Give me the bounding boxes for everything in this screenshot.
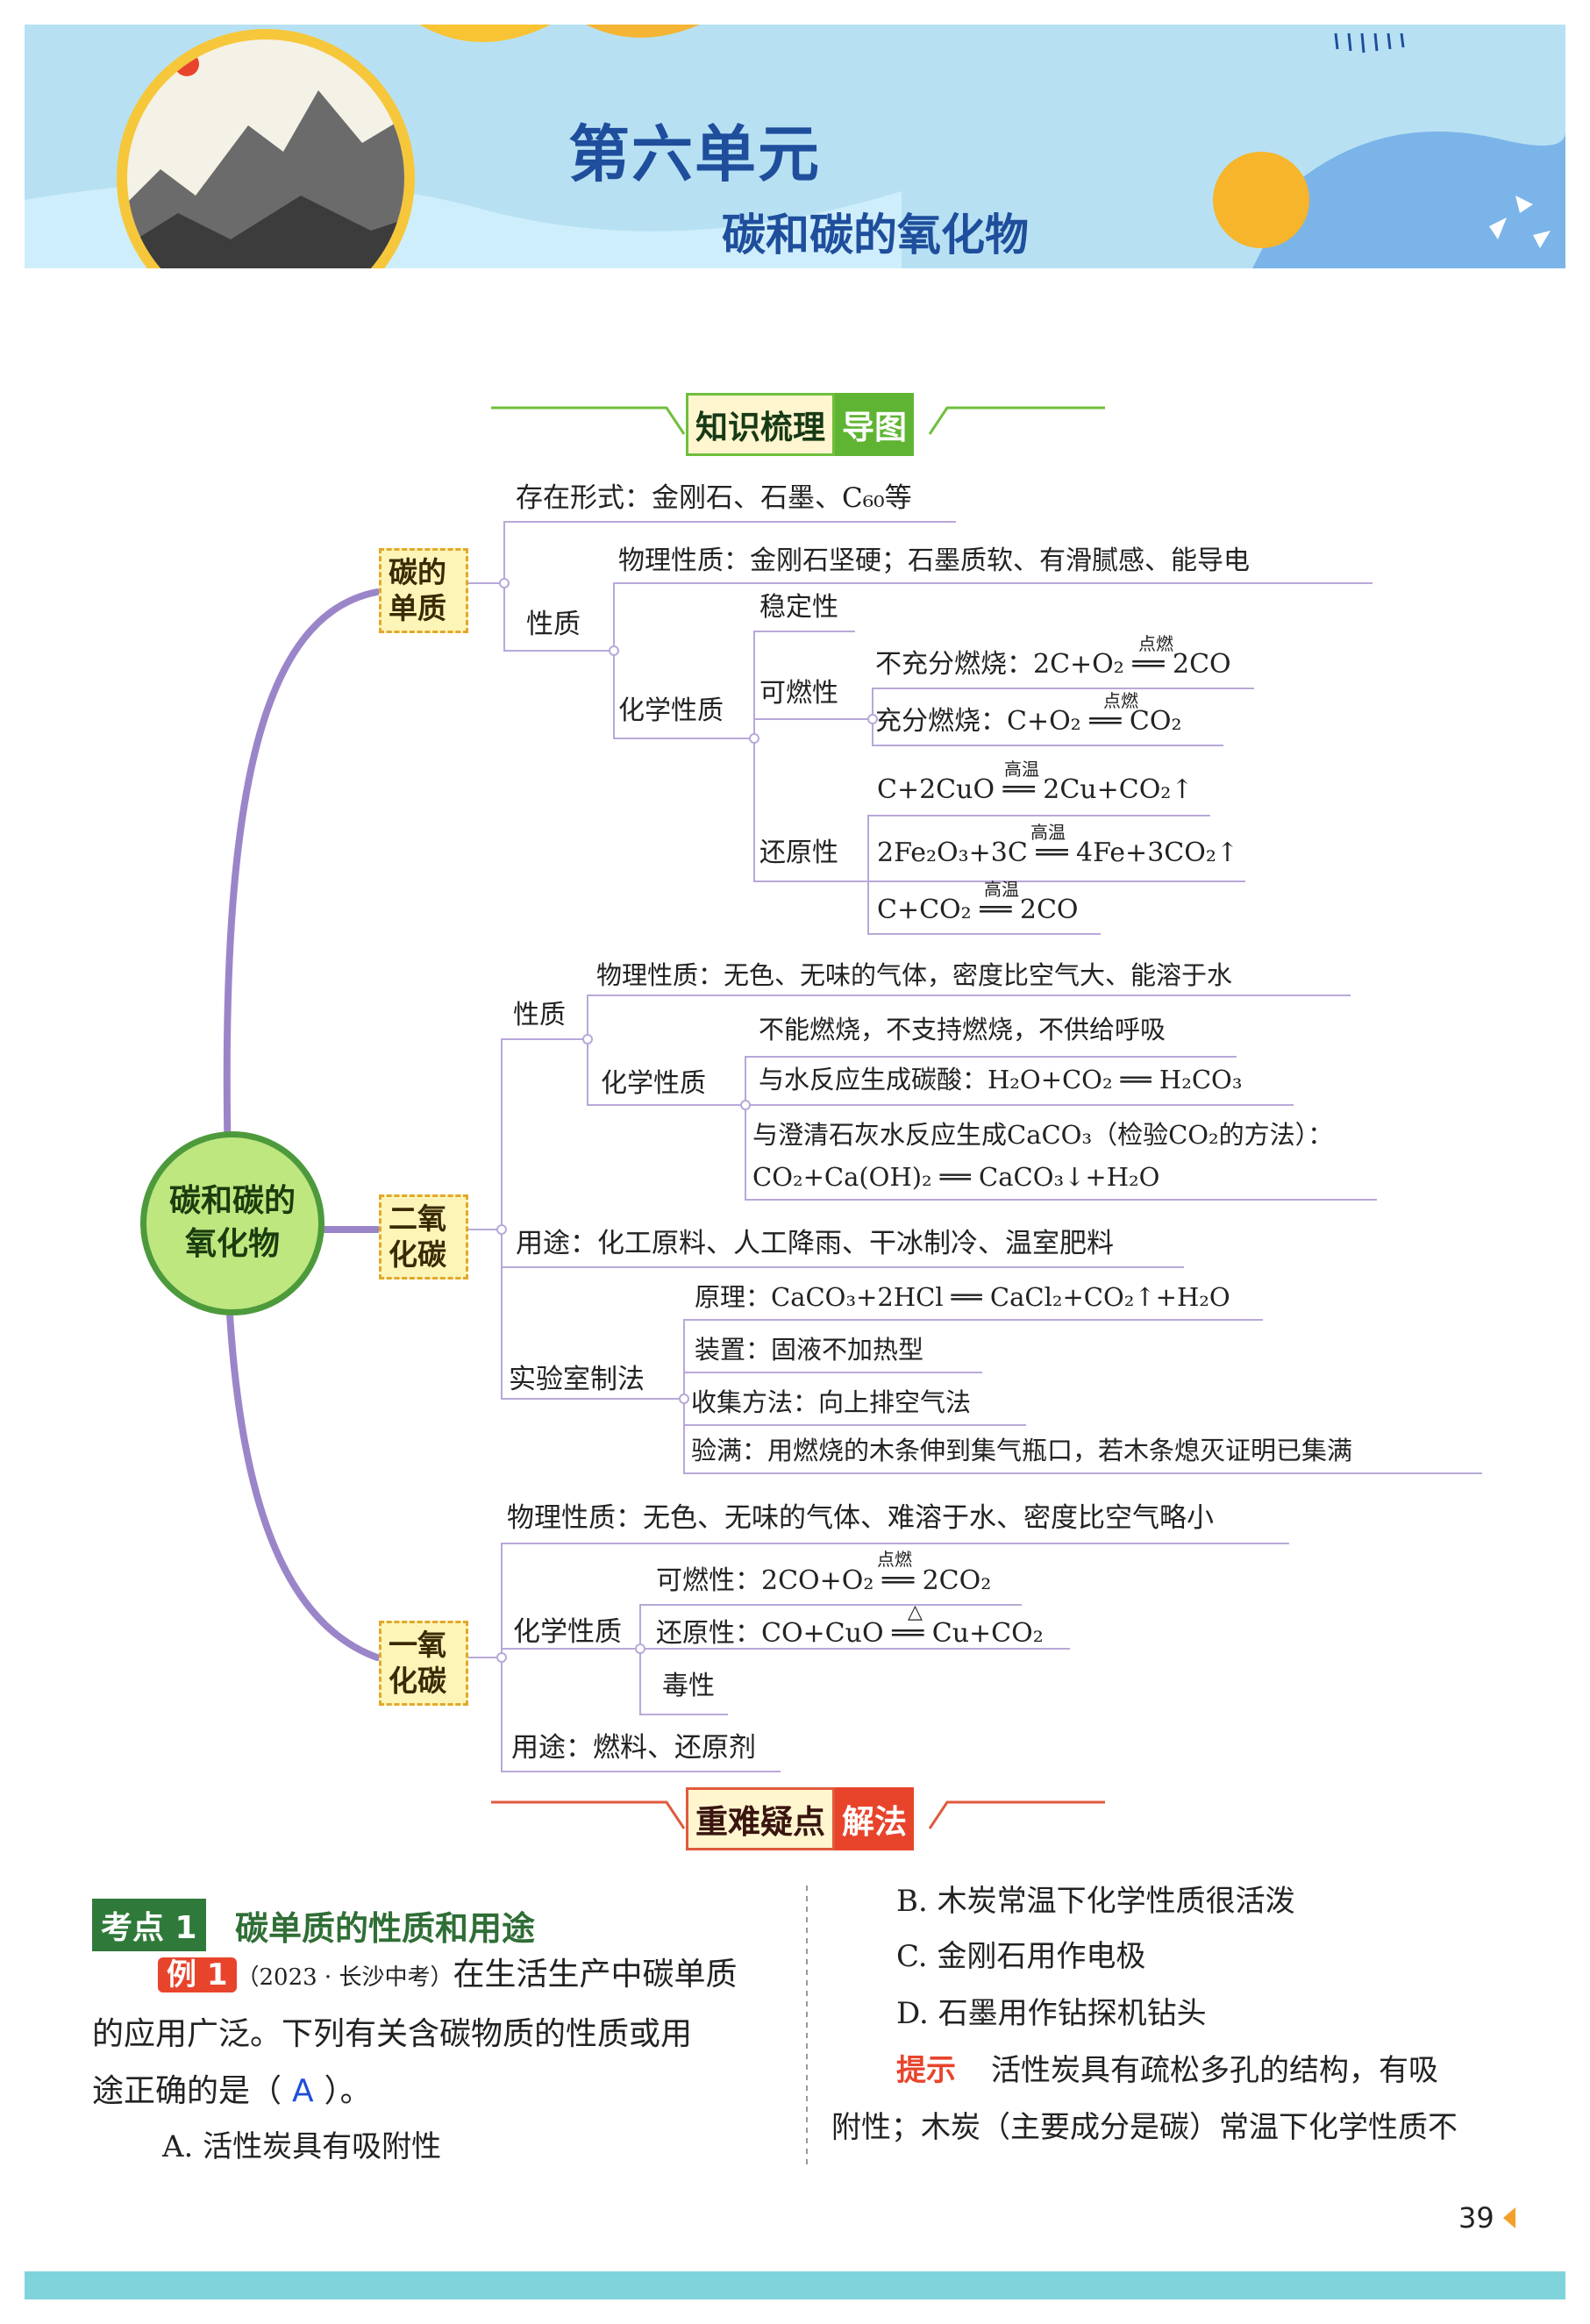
co2-node: 二氧化碳 [379,1194,468,1280]
carbon-reducibility-label: 还原性 [759,838,838,868]
banner-lines [491,406,1105,435]
key-points-accent-text: 解法 [835,1787,914,1850]
column-divider [806,1886,808,2166]
page-number: 39 [1458,2201,1494,2235]
knowledge-map-accent-text: 导图 [835,393,914,456]
condition-ignite-co: 点燃 [877,1549,912,1570]
example-question-line-1: 例 1（2023 · 长沙中考）在生活生产中碳单质 [158,1949,737,1994]
key-point-tag: 考点 1 [92,1899,206,1951]
question-text-3a: 途正确的是（ [92,2073,282,2109]
co-physical-properties: 物理性质：无色、无味的气体、难溶于水、密度比空气略小 [507,1502,1214,1534]
condition-high-temp-2: 高温 [1030,822,1066,843]
hint-line-1: 提示活性炭具有疏松多孔的结构，有吸 [896,2046,1438,2089]
carbon-physical-properties: 物理性质：金刚石坚硬；石墨质软、有滑腻感、能导电 [618,545,1250,576]
page-arrow-icon [1503,2207,1515,2228]
option-b: B. 木炭常温下化学性质很活泼 [896,1884,1295,1919]
footer-bar [25,2271,1565,2299]
key-points-main-text: 重难疑点 [686,1787,835,1850]
option-d: D. 石墨用作钻探机钻头 [896,1996,1207,2031]
mindmap-center-node: 碳和碳的氧化物 [140,1131,324,1315]
co2-chemical-3: 与澄清石灰水反应生成CaCO₃（检验CO₂的方法）： [752,1120,1334,1150]
banner-lines-2 [491,1800,1105,1829]
mindmap-connectors [223,521,1482,1772]
unit-subtitle: 碳和碳的氧化物 [722,210,1029,260]
hint-line-2: 附性；木炭（主要成分是碳）常温下化学性质不 [831,2110,1458,2145]
example-tag: 例 1 [158,1957,237,1993]
co2-lab-apparatus: 装置：固液不加热型 [695,1335,924,1365]
condition-heat-co: △ [908,1601,923,1623]
co2-properties-label: 性质 [513,1000,566,1030]
example-question-line-2: 的应用广泛。下列有关含碳物质的性质或用 [92,2016,693,2052]
example-question-line-3: 途正确的是（ A ）。 [92,2065,372,2111]
carbon-properties-label: 性质 [526,609,581,640]
co-node: 一氧化碳 [379,1621,468,1706]
co2-physical-properties: 物理性质：无色、无味的气体，密度比空气大、能溶于水 [596,960,1233,990]
unit-header: 第六单元 碳和碳的氧化物 [25,25,1565,268]
answer-value: A [292,2073,314,2109]
co2-lab-collection: 收集方法：向上排空气法 [691,1387,972,1417]
co-chemical-label: 化学性质 [513,1616,622,1648]
condition-ignite-2: 点燃 [1103,690,1138,711]
co2-lab-label: 实验室制法 [509,1364,645,1395]
example-source: （2023 · 长沙中考） [236,1964,453,1991]
carbon-incomplete-combustion: 不充分燃烧：2C+O₂ ══ 2CO [875,649,1231,680]
carbon-complete-combustion: 充分燃烧：C+O₂ ══ CO₂ [875,706,1182,737]
carbon-reduction-3: C+CO₂ ══ 2CO [877,895,1079,925]
carbon-reduction-1: C+2CuO ══ 2Cu+CO₂↑ [877,774,1194,805]
carbon-element-node: 碳的单质 [379,548,468,633]
co2-lab-check: 验满：用燃烧的木条伸到集气瓶口，若木条熄灭证明已集满 [691,1436,1353,1465]
question-text-3b: ）。 [324,2073,372,2109]
co2-chemical-2: 与水反应生成碳酸：H₂O+CO₂ ══ H₂CO₃ [759,1065,1243,1094]
co-uses: 用途：燃料、还原剂 [511,1732,756,1764]
option-a: A. 活性炭具有吸附性 [162,2129,442,2164]
key-points-banner: 重难疑点解法 [491,1785,1105,1850]
carbon-flammability-label: 可燃性 [759,678,838,709]
question-text-1: 在生活生产中碳单质 [453,1957,738,1993]
co-flammability: 可燃性：2CO+O₂ ══ 2CO₂ [656,1565,992,1596]
knowledge-map-main-text: 知识梳理 [686,393,835,456]
landscape-painting [117,29,415,268]
unit-title: 第六单元 [568,118,821,190]
carbon-chemical-label: 化学性质 [618,695,724,726]
key-points-label: 重难疑点解法 [686,1787,914,1850]
co2-uses: 用途：化工原料、人工降雨、干冰制冷、温室肥料 [516,1228,1114,1259]
co-toxicity: 毒性 [662,1671,715,1701]
co2-lab-principle: 原理：CaCO₃+2HCl ══ CaCl₂+CO₂↑+H₂O [695,1282,1230,1312]
hint-text-1: 活性炭具有疏松多孔的结构，有吸 [991,2053,1438,2088]
co-reducibility: 还原性：CO+CuO ══ Cu+CO₂ [656,1618,1044,1649]
co2-chemical-label: 化学性质 [601,1068,706,1099]
knowledge-map-label: 知识梳理导图 [686,393,914,456]
sun-icon [1213,152,1309,248]
carbon-stability: 稳定性 [759,592,838,623]
knowledge-map-banner: 知识梳理导图 [491,390,1105,456]
condition-high-temp-3: 高温 [984,879,1019,900]
co2-chemical-1: 不能燃烧，不支持燃烧，不供给呼吸 [759,1015,1166,1044]
co2-chemical-3-equation: CO₂+Ca(OH)₂ ══ CaCO₃↓+H₂O [752,1162,1160,1192]
key-point-title: 碳单质的性质和用途 [235,1909,536,1948]
hint-label: 提示 [896,2053,956,2088]
condition-high-temp-1: 高温 [1004,759,1039,780]
carbon-existence: 存在形式：金刚石、石墨、C₆₀等 [516,482,912,514]
condition-ignite-1: 点燃 [1138,633,1173,654]
option-c: C. 金刚石用作电极 [896,1939,1146,1974]
carbon-reduction-2: 2Fe₂O₃+3C ══ 4Fe+3CO₂↑ [877,838,1238,868]
center-node-label: 碳和碳的氧化物 [168,1183,296,1262]
